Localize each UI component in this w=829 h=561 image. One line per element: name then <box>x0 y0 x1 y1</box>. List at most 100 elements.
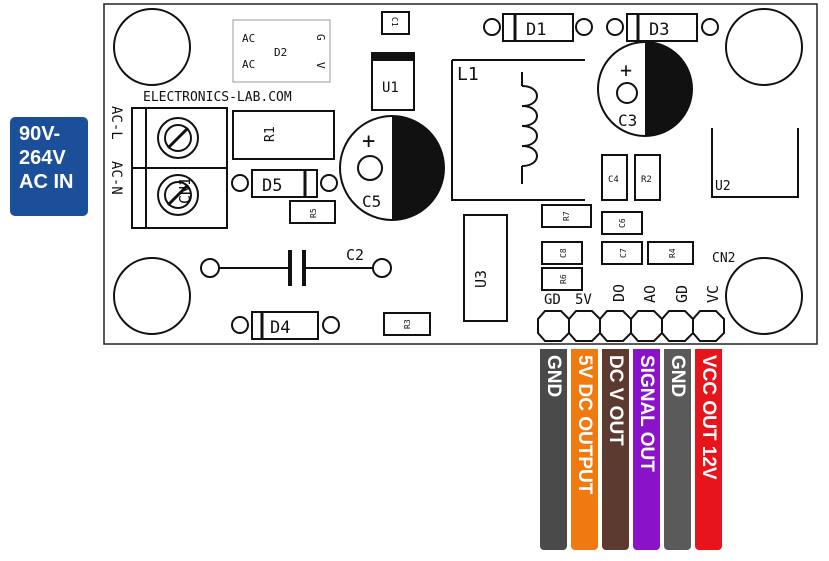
c2-label: C2 <box>346 246 364 264</box>
wire-5v-dc-output-label: 5V DC OUTPUT <box>574 355 595 495</box>
mounting-hole-bottom-right <box>725 257 803 335</box>
c7-label: C7 <box>619 248 628 258</box>
d2-ac2: AC <box>242 58 255 71</box>
d1-pad-right <box>575 18 593 36</box>
r1-label: R1 <box>263 126 278 142</box>
d5-label: D5 <box>262 176 282 196</box>
d1-label: D1 <box>526 20 546 40</box>
d3-pad-right <box>701 18 719 36</box>
c7-footprint <box>601 241 643 265</box>
d3-label: D3 <box>649 20 669 40</box>
r3-footprint <box>383 312 431 336</box>
ac-input-line2: 264V <box>19 147 66 169</box>
c6-label: C6 <box>618 218 627 228</box>
c3-polarity-fill <box>645 42 692 136</box>
d3-pad-left <box>606 18 624 36</box>
d2-ac1: AC <box>242 32 255 45</box>
r7-footprint <box>541 204 592 228</box>
c6-footprint <box>601 211 643 235</box>
l1-label: L1 <box>457 64 479 85</box>
ac-input-line3: AC IN <box>19 171 74 193</box>
mounting-hole-top-right <box>725 8 803 86</box>
c5-pad <box>357 155 383 181</box>
u2-outline <box>711 128 799 198</box>
cn2-pin-3 <box>599 310 632 342</box>
cn2-label: CN2 <box>712 251 735 266</box>
c5-polarity-fill <box>392 116 444 220</box>
r6-label: R6 <box>559 274 568 284</box>
cn2-pin-2 <box>568 310 601 342</box>
d4-pad-left <box>231 316 249 334</box>
pin-label-5v: 5V <box>575 292 592 308</box>
d4-label: D4 <box>270 318 290 338</box>
c3-label: C3 <box>618 111 637 130</box>
c2-pad-left <box>200 258 220 278</box>
pin-label-vc: VC <box>704 285 722 303</box>
l1-outline <box>451 59 585 201</box>
cn2-pin-1 <box>537 310 570 342</box>
c3-plus: + <box>620 58 632 82</box>
r4-footprint <box>647 241 694 265</box>
r2-footprint <box>634 154 661 201</box>
cn2-pin-5 <box>661 310 694 342</box>
r6-footprint <box>541 267 583 291</box>
c8-label: C8 <box>559 248 568 258</box>
ac-input-line1: 90V- <box>19 123 61 145</box>
cn1-screw-1-slot <box>166 126 190 150</box>
pin-label-do: DO <box>610 284 628 302</box>
mounting-hole-bottom-left <box>113 257 191 335</box>
u3-label: U3 <box>472 270 490 288</box>
wire-signal-out-label: SIGNAL OUT <box>636 355 657 472</box>
u1-tab <box>372 53 414 61</box>
wire-gnd-1-label: GND <box>543 355 564 398</box>
cn2-header <box>537 310 725 342</box>
wire-gnd-2: GND <box>664 349 691 550</box>
c5-plus: + <box>362 129 375 154</box>
d4-pad-right <box>322 316 340 334</box>
cn1-label: CN1 <box>176 177 194 204</box>
c1-footprint <box>381 11 410 35</box>
wire-dc-v-out: DC V OUT <box>602 349 629 550</box>
ac-input-label: 90V- 264V AC IN <box>10 117 88 216</box>
wire-5v-dc-output: 5V DC OUTPUT <box>571 349 598 550</box>
l1-coil <box>521 85 538 167</box>
pin-label-ao: AO <box>641 285 659 303</box>
d1-pad-left <box>483 18 501 36</box>
u1-label: U1 <box>382 80 399 96</box>
c2-pad-right <box>372 258 392 278</box>
r5-footprint <box>289 200 336 224</box>
wire-signal-out: SIGNAL OUT <box>633 349 660 550</box>
cn2-pin-4 <box>630 310 663 342</box>
pin-label-gd1: GD <box>544 292 561 308</box>
d2-label: D2 <box>274 46 287 59</box>
wire-gnd-2-label: GND <box>667 355 688 398</box>
acl-label: AC-L <box>108 106 124 140</box>
c8-footprint <box>541 241 583 265</box>
wire-gnd-1: GND <box>540 349 567 550</box>
c1-label: C1 <box>390 17 399 27</box>
r5-label: R5 <box>309 208 318 218</box>
r1-footprint <box>232 110 335 160</box>
c5-label: C5 <box>362 192 381 211</box>
brand-text: ELECTRONICS-LAB.COM <box>143 90 292 105</box>
c4-label: C4 <box>608 175 619 185</box>
mounting-hole-top-left <box>113 8 191 86</box>
r7-label: R7 <box>562 211 571 221</box>
acn-label: AC-N <box>108 161 124 195</box>
r3-label: R3 <box>403 319 412 329</box>
d5-pad-right <box>320 174 338 192</box>
cn2-pin-6 <box>692 310 725 342</box>
u2-label: U2 <box>715 179 731 194</box>
d2-v: V <box>314 62 327 69</box>
r2-label: R2 <box>641 175 652 185</box>
d2-g: G <box>314 34 327 41</box>
c4-footprint <box>601 154 628 201</box>
r4-label: R4 <box>668 248 677 258</box>
pin-label-gd2: GD <box>673 285 691 303</box>
cn1-screw-2-slot <box>166 183 190 207</box>
wire-vcc-out-12v: VCC OUT 12V <box>695 349 722 550</box>
d5-pad-left <box>231 174 249 192</box>
wire-dc-v-out-label: DC V OUT <box>605 355 626 446</box>
u3-footprint <box>463 214 508 322</box>
